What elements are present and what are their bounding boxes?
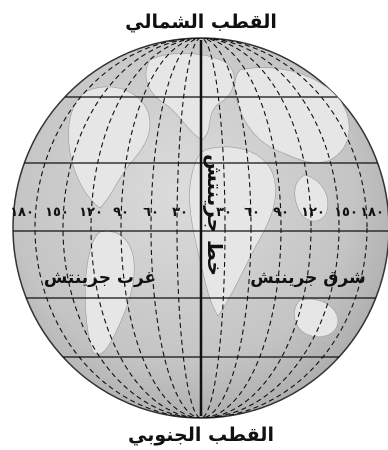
tick-east-120: ١٢٠: [301, 205, 325, 220]
south-pole-label: القطب الجنوبي: [128, 424, 274, 446]
tick-east-180: ١٨٠: [360, 205, 384, 220]
north-pole-label: القطب الشمالي: [125, 11, 277, 33]
tick-west-180: ١٨٠: [10, 205, 34, 220]
greenwich-line-label: خط جرينتش: [203, 154, 227, 276]
tick-east-150: ١٥٠: [334, 205, 358, 220]
tick-west-150: ١٥٠: [45, 205, 69, 220]
tick-east-90: ٩٠: [273, 205, 289, 220]
west-of-greenwich-label: غرب جرينتش: [44, 268, 156, 288]
tick-west-120: ١٢٠: [79, 205, 103, 220]
east-of-greenwich-label: شرق جرينتش: [250, 268, 366, 288]
tick-east-60: ٦٠: [244, 205, 260, 220]
tick-west-60: ٦٠: [143, 205, 159, 220]
tick-west-90: ٩٠: [113, 205, 129, 220]
tick-west-30: ٣٠: [172, 205, 188, 220]
